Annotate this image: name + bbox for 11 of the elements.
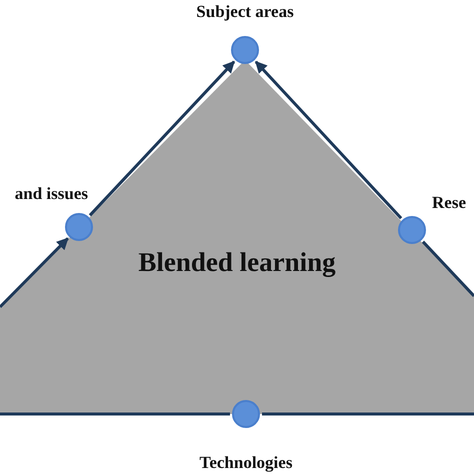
arrow (0, 237, 69, 308)
node-label: Blended learning (137, 246, 337, 278)
node-label: and issues (14, 184, 88, 204)
arrow (88, 60, 236, 216)
node-label: Rese (432, 193, 466, 213)
node-label: Technologies (200, 453, 292, 473)
connector-line (0, 412, 230, 416)
arrow (254, 60, 402, 220)
node-label: Subject areas (196, 2, 294, 22)
connector-line (262, 412, 474, 416)
connector-line (422, 240, 474, 298)
